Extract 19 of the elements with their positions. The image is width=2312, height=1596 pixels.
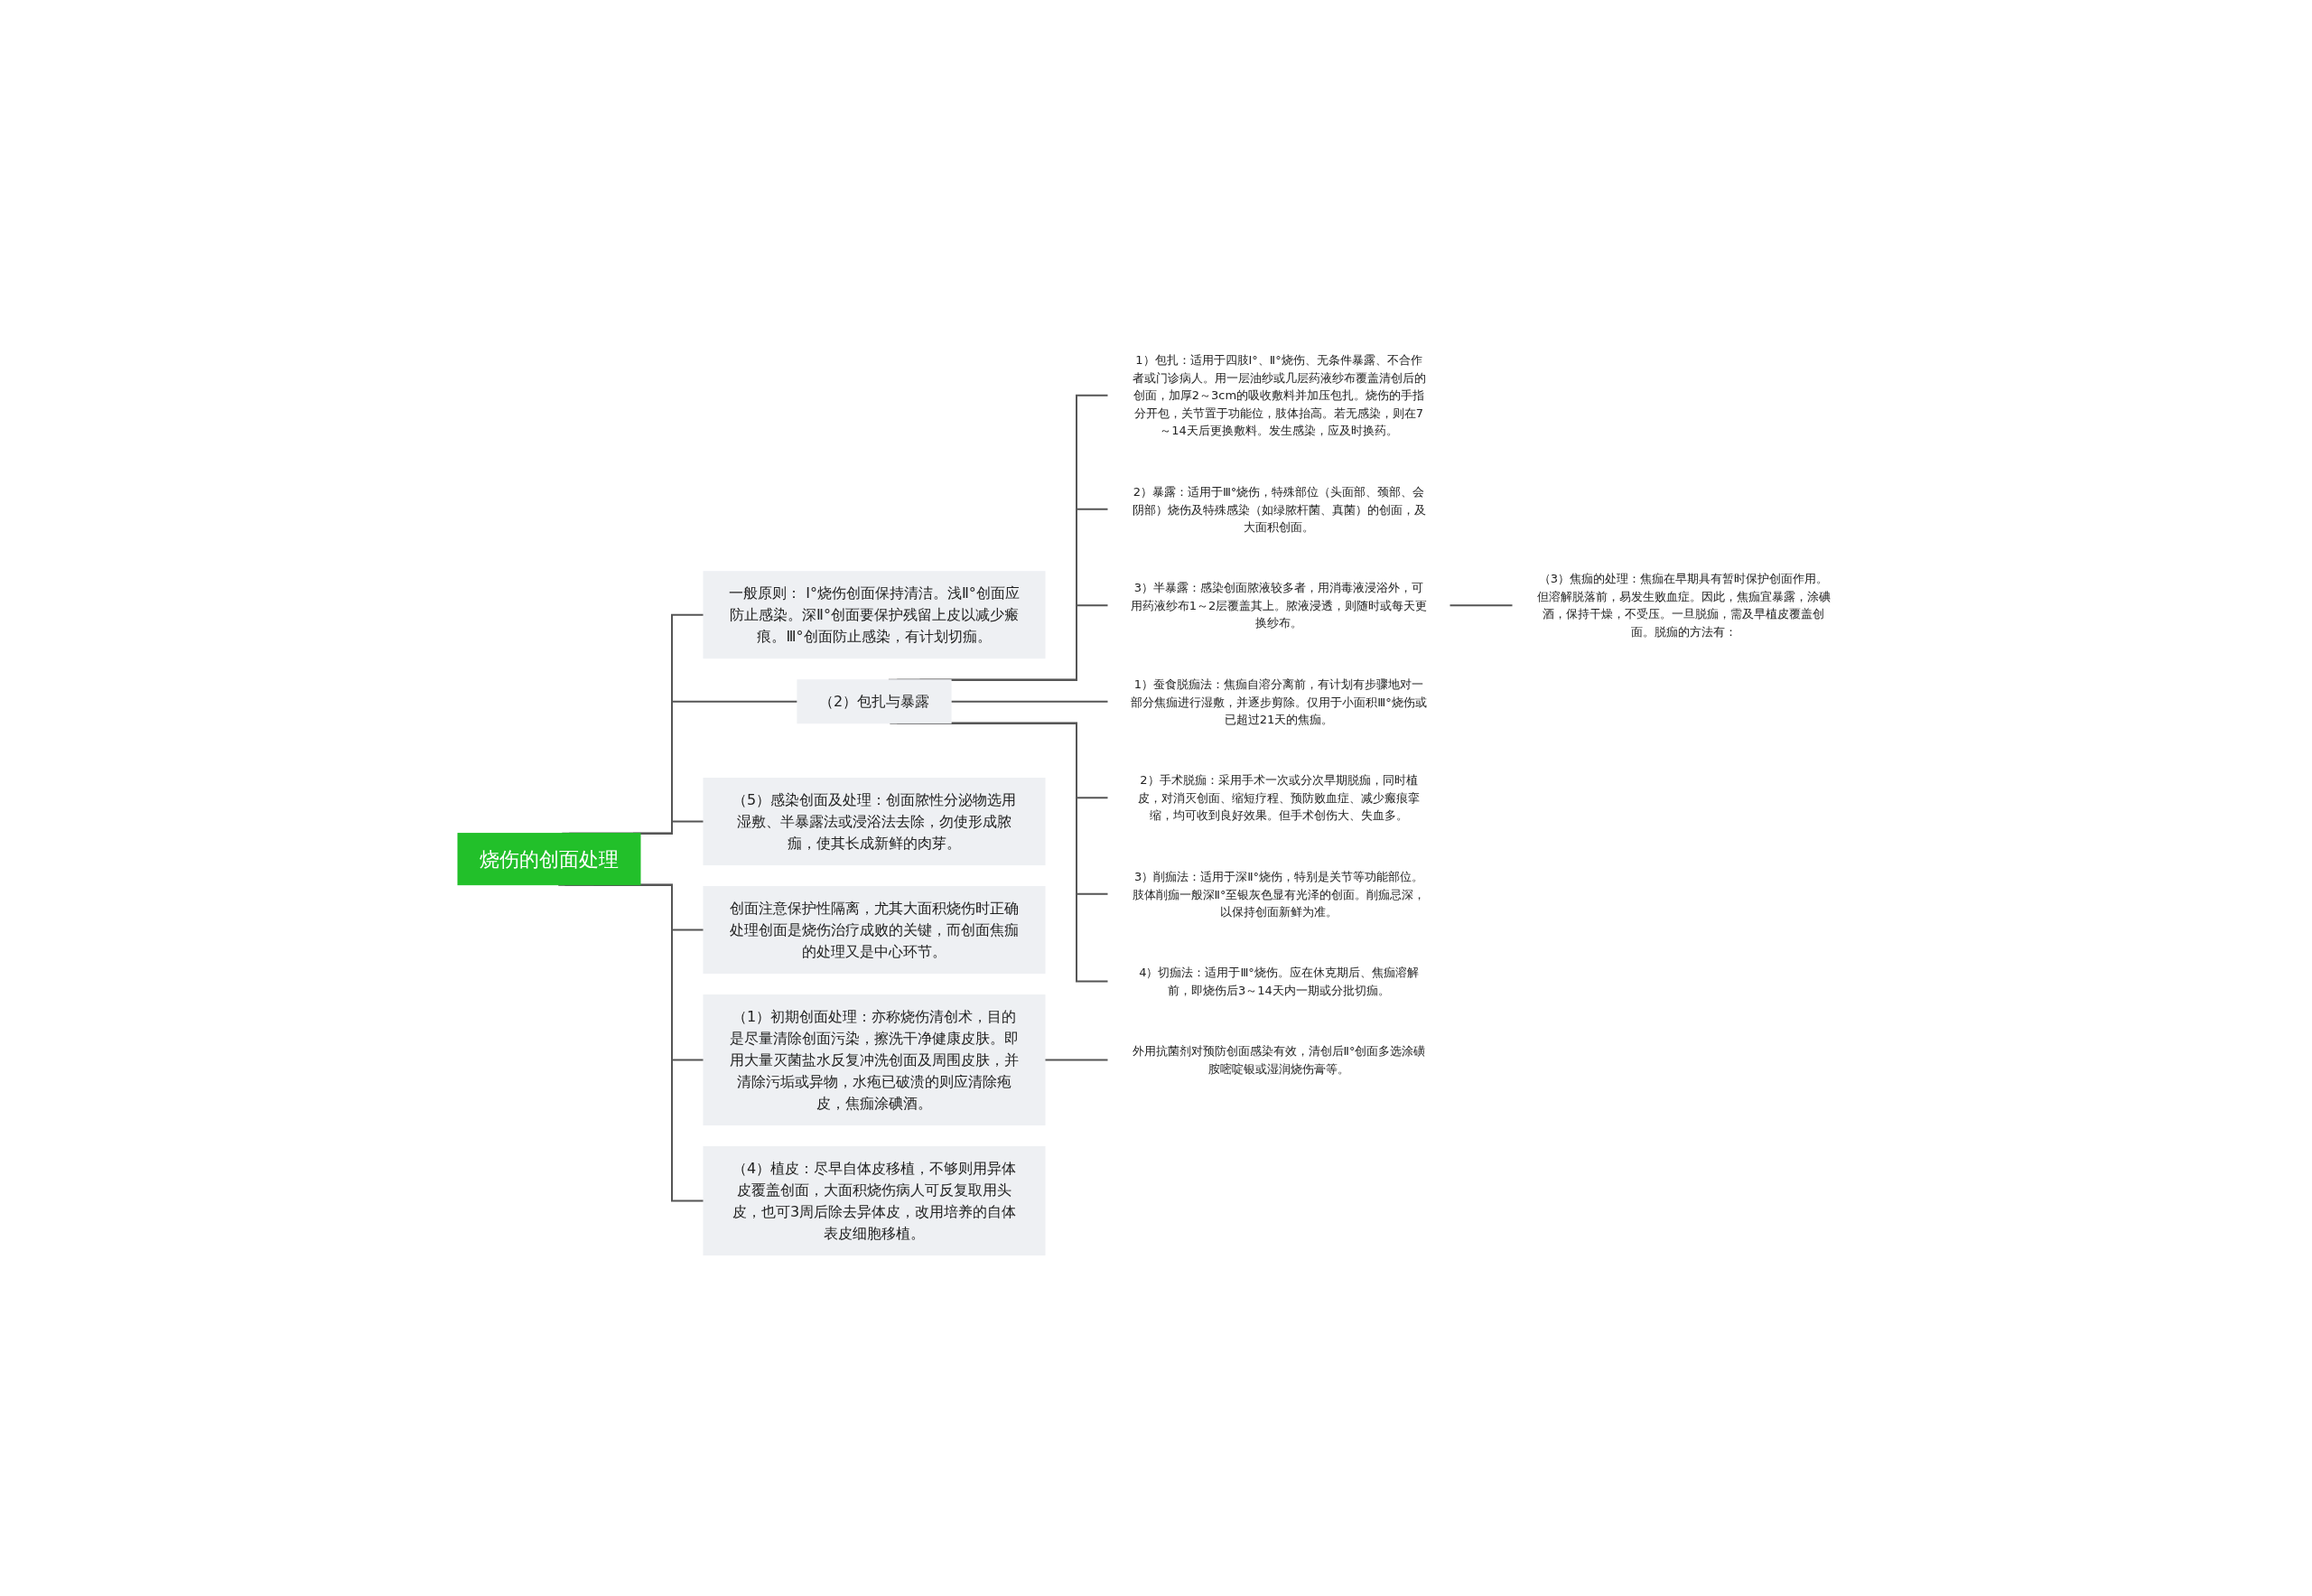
node-text: 1）包扎：适用于四肢Ⅰ°、Ⅱ°烧伤、无条件暴露、不合作者或门诊病人。用一层油纱或几层药液纱布覆盖清创后的创面，加厚2～3cm的吸收敷料并加压包扎。烧伤的手指分开包，关节置于功能位，肢体抬高。若无感染，则在7～14天后更换敷料。发生感染，应及时换药。 bbox=[1132, 353, 1426, 438]
node-box: 一般原则： Ⅰ°烧伤创面保持清洁。浅Ⅱ°创面应防止感染。深Ⅱ°创面要保护残留上皮以减少瘢痕。Ⅲ°创面防止感染，有计划切痂。 bbox=[703, 571, 1046, 659]
node-box: （1）初期创面处理：亦称烧伤清创术，目的是尽量清除创面污染，擦洗干净健康皮肤。即用大量灭菌盐水反复冲洗创面及周围皮肤，并清除污垢或异物，水疱已破溃的则应清除疱皮，焦痂涂碘酒。 bbox=[703, 994, 1046, 1126]
connector bbox=[1449, 604, 1514, 607]
node-text: 外用抗菌剂对预防创面感染有效，清创后Ⅱ°创面多选涂磺胺嘧啶银或湿润烧伤膏等。 bbox=[1132, 1044, 1426, 1076]
node-box: （4）植皮：尽早自体皮移植，不够则用异体皮覆盖创面，大面积烧伤病人可反复取用头皮，也可3周后除去异体皮，改用培养的自体表皮细胞移植。 bbox=[703, 1146, 1046, 1256]
node-text: 2）手术脱痂：采用手术一次或分次早期脱痂，同时植皮，对消灭创面、缩短疗程、预防败血症、减少瘢痕挛缩，均可收到良好效果。但手术创伤大、失血多。 bbox=[1138, 773, 1420, 823]
node-text: 3）削痂法：适用于深Ⅱ°烧伤，特别是关节等功能部位。肢体削痂一般深Ⅱ°至银灰色显有光泽的创面。削痂忌深，以保持创面新鲜为准。 bbox=[1132, 869, 1426, 919]
connector bbox=[950, 701, 1109, 703]
node-text: 1）蚕食脱痂法：焦痂自溶分离前，有计划有步骤地对一部分焦痂进行湿敷，并逐步剪除。仅用于小面积Ⅲ°烧伤或已超过21天的焦痂。 bbox=[1131, 677, 1427, 726]
node-text: 3）半暴露：感染创面脓液较多者，用消毒液浸浴外，可用药液纱布1～2层覆盖其上。脓液浸透，则随时或每天更换纱布。 bbox=[1130, 581, 1428, 630]
node-box: （2）包扎与暴露 bbox=[797, 679, 952, 724]
node-text: 4）切痂法：适用于Ⅲ°烧伤。应在休克期后、焦痂溶解前，即烧伤后3～14天内一期或分批切痂。 bbox=[1139, 966, 1419, 997]
node-box: 创面注意保护性隔离，尤其大面积烧伤时正确处理创面是烧伤治疗成败的关键，而创面焦痂的处理又是中心环节。 bbox=[703, 886, 1046, 975]
node-box: 烧伤的创面处理 bbox=[457, 833, 641, 886]
node-text: （3）焦痂的处理：焦痂在早期具有暂时保护创面作用。但溶解脱落前，易发生败血症。因此，焦痂宜暴露，涂碘酒，保持干燥，不受压。一旦脱痂，需及早植皮覆盖创面。脱痂的方法有： bbox=[1536, 572, 1831, 639]
node-text: 2）暴露：适用于Ⅲ°烧伤，特殊部位（头面部、颈部、会阴部）烧伤及特殊感染（如绿脓杆菌、真菌）的创面，及大面积创面。 bbox=[1132, 484, 1426, 534]
connector bbox=[1044, 1059, 1109, 1061]
node-box: （5）感染创面及处理：创面脓性分泌物选用湿敷、半暴露法或浸浴法去除，勿使形成脓痂，使其长成新鲜的肉芽。 bbox=[703, 778, 1046, 866]
